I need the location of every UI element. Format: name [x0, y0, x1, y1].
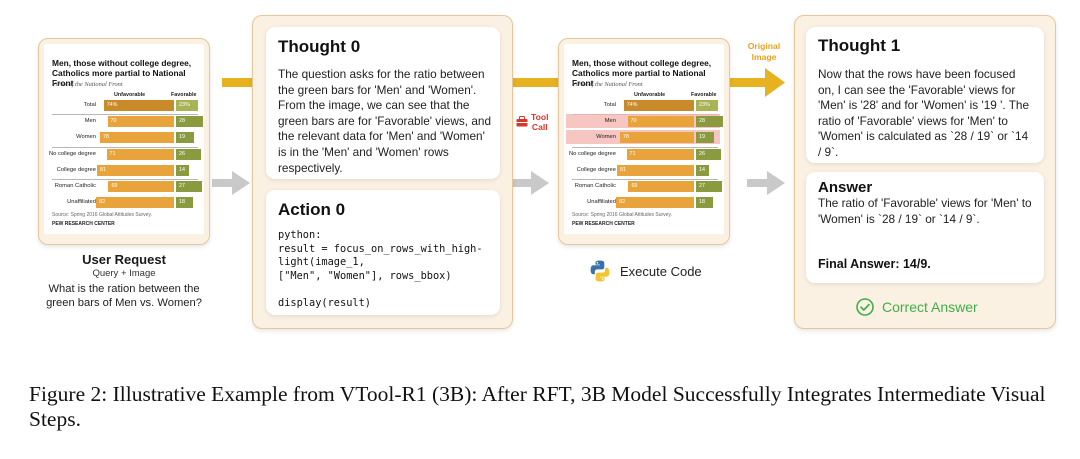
tool-call-label: Tool Call [531, 112, 549, 132]
mini-unfavorable-bar: 71 [106, 148, 174, 160]
mini-row-label: Women [596, 134, 616, 141]
mini-row-label: Roman Catholic [54, 183, 96, 189]
mini-favorable-bar: 28 [176, 116, 203, 128]
mini-row-label: Total [83, 102, 96, 108]
mini-col-favorable: Favorable [171, 92, 197, 98]
mini-favorable-bar: 14 [696, 164, 710, 176]
mini-chart-source: Source: Spring 2016 Global Attitudes Sur… [52, 212, 152, 218]
mini-favorable-bar: 28 [696, 116, 723, 128]
figure-caption: Figure 2: Illustrative Example from VToo… [29, 382, 1046, 431]
mini-favorable-bar: 26 [176, 148, 201, 160]
mini-row-separator [572, 146, 718, 148]
tool-call-group: Tool Call [515, 112, 555, 134]
mini-row-label: Men [84, 118, 96, 125]
mini-unfavorable-bar: 69 [628, 181, 694, 192]
mini-col-favorable: Favorable [691, 92, 717, 98]
mini-unfavorable-bar: 81 [97, 164, 174, 176]
original-image-label: Original Image [747, 41, 781, 62]
user-request-question: What is the ration between the green bar… [46, 283, 202, 309]
action0-title: Action 0 [278, 200, 346, 219]
mini-row-label: Unaffiliated [67, 199, 96, 206]
mini-row-separator [572, 179, 718, 180]
thought0-title: Thought 0 [278, 37, 361, 56]
thought0-text: The question asks for the ratio between … [278, 67, 492, 175]
mini-favorable-bar: 18 [176, 197, 194, 209]
mini-row-label: Men [604, 118, 616, 125]
mini-row-label: Total [603, 102, 616, 108]
thought1-text: Now that the rows have been focused on, … [818, 67, 1030, 159]
correct-answer-label: Correct Answer [882, 299, 978, 315]
mini-row-separator [52, 146, 198, 148]
mini-unfavorable-bar: 70 [107, 116, 174, 128]
mini-favorable-bar: 19 [696, 132, 715, 144]
mini-row-label: Women [76, 134, 96, 141]
mini-chart-brand: PEW RESEARCH CENTER [52, 221, 115, 227]
mini-row-separator [52, 179, 198, 180]
action0-card [266, 190, 500, 315]
toolbox-icon [516, 116, 528, 127]
thought1-title: Thought 1 [818, 36, 901, 55]
mini-row-label: College degree [56, 166, 96, 173]
user-request-subtitle: Query + Image [92, 268, 156, 279]
mini-chart-title: Men, those without college degree, Catho… [52, 58, 192, 88]
user-request-title: User Request [82, 252, 166, 267]
thought0-card [266, 27, 500, 179]
mini-favorable-bar: 18 [696, 197, 714, 209]
input-chart-image: Men, those without college degree, Catho… [44, 44, 204, 234]
final-answer: Final Answer: 14/9. [818, 257, 931, 271]
mini-favorable-bar: 27 [696, 181, 722, 192]
mini-unfavorable-bar: 74% [103, 100, 174, 111]
mini-favorable-bar: 26 [696, 148, 721, 160]
check-circle-icon [856, 298, 874, 316]
answer-title: Answer [818, 179, 873, 196]
mini-chart-subtitle: Views of the National Front [52, 81, 123, 88]
mini-unfavorable-bar: 82 [96, 197, 174, 209]
mini-row-label: Roman Catholic [574, 183, 616, 189]
mini-chart-subtitle: Views of the National Front [572, 81, 643, 88]
answer-card [806, 172, 1044, 283]
mini-chart-brand: PEW RESEARCH CENTER [572, 221, 635, 227]
mini-favorable-bar: 23% [696, 100, 718, 111]
mini-row-label: Unaffiliated [587, 199, 616, 206]
mini-unfavorable-bar: 71 [626, 148, 694, 160]
thought1-card [806, 27, 1044, 163]
mini-unfavorable-bar: 78 [99, 132, 174, 144]
mini-unfavorable-bar: 74% [623, 100, 694, 111]
python-logo-icon [590, 260, 610, 282]
mini-unfavorable-bar: 81 [617, 164, 694, 176]
execute-code-label: Execute Code [620, 264, 702, 279]
mini-row-label: No college degree [48, 150, 96, 157]
mini-unfavorable-bar: 70 [627, 116, 694, 128]
mini-unfavorable-bar: 69 [108, 181, 174, 192]
mini-chart-source: Source: Spring 2016 Global Attitudes Sur… [572, 212, 672, 218]
mini-row-label: College degree [576, 166, 616, 173]
mini-col-unfavorable: Unfavorable [634, 92, 666, 98]
mini-row-separator [52, 114, 198, 116]
mini-favorable-bar: 14 [176, 164, 190, 176]
answer-text: The ratio of 'Favorable' views for 'Men'… [818, 196, 1032, 226]
mini-favorable-bar: 27 [176, 181, 202, 192]
mini-chart-title: Men, those without college degree, Catho… [572, 58, 712, 88]
mini-unfavorable-bar: 82 [616, 197, 694, 209]
mini-unfavorable-bar: 78 [619, 132, 694, 144]
mini-favorable-bar: 19 [176, 132, 195, 144]
action0-code: python: result = focus_on_rows_with_high… [278, 229, 483, 309]
mini-favorable-bar: 23% [176, 100, 198, 111]
mini-row-label: No college degree [568, 150, 616, 157]
highlighted-chart-image: Men, those without college degree, Catho… [564, 44, 724, 234]
mini-col-unfavorable: Unfavorable [114, 92, 146, 98]
